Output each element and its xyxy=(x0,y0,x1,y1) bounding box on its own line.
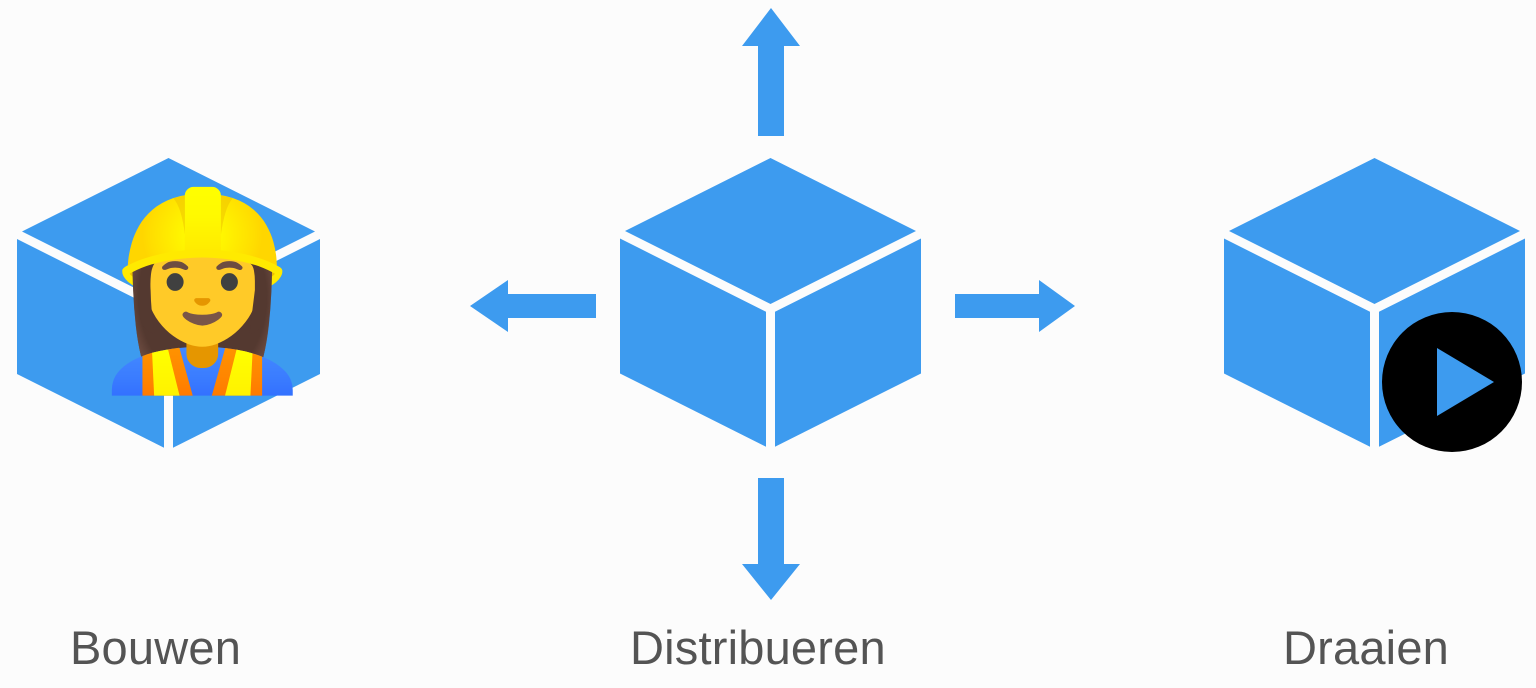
cube-icon xyxy=(17,158,320,450)
label-distribueren: Distribueren xyxy=(630,621,886,674)
arrow-up-icon xyxy=(740,4,802,141)
label-draaien: Draaien xyxy=(1283,621,1449,674)
cube-icon xyxy=(620,158,921,449)
label-bouwen: Bouwen xyxy=(70,621,242,674)
play-icon xyxy=(1382,312,1522,452)
cube-distribute[interactable] xyxy=(620,158,921,449)
arrow-right-icon xyxy=(955,278,1077,339)
arrow-left-icon xyxy=(468,278,596,339)
play-button-badge[interactable] xyxy=(1382,312,1522,452)
arrow-down-icon xyxy=(740,478,802,607)
construction-worker-icon: 👷‍♀️ xyxy=(84,185,321,397)
cube-build[interactable]: 👷‍♀️ xyxy=(17,158,321,450)
